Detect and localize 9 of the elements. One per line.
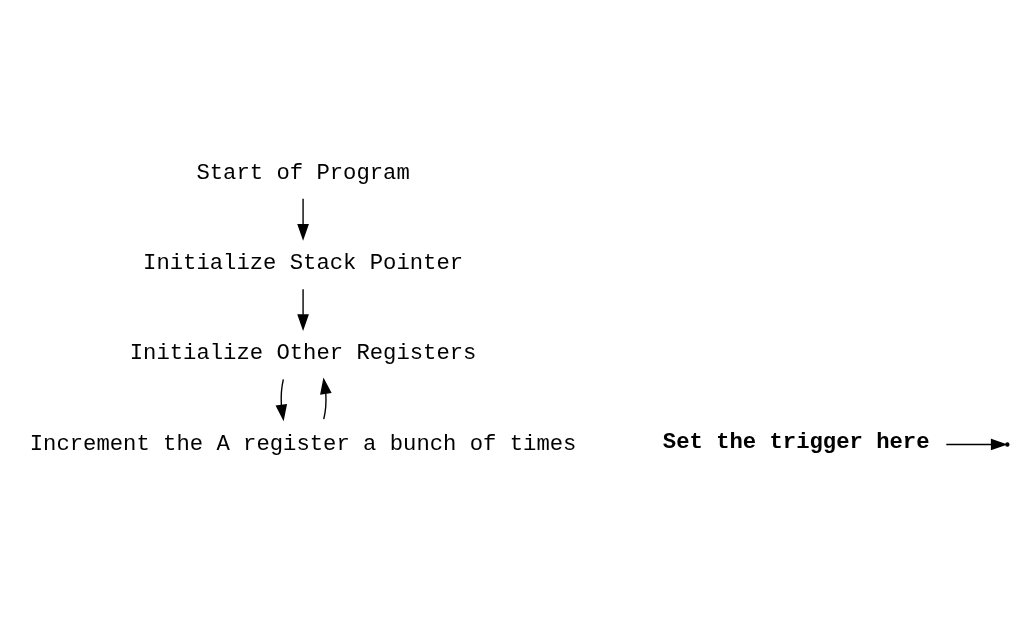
arrow: [297, 287, 309, 331]
arrow: [320, 376, 332, 420]
node-text: Start of Program: [196, 160, 410, 186]
node-text: Set the trigger here: [662, 429, 930, 455]
node-text: Increment the A register a bunch of times: [29, 431, 577, 457]
node-text: Initialize Other Registers: [129, 340, 477, 366]
arrow: [297, 197, 309, 241]
arrow: [275, 378, 288, 421]
node-text: Initialize Stack Pointer: [143, 250, 464, 276]
